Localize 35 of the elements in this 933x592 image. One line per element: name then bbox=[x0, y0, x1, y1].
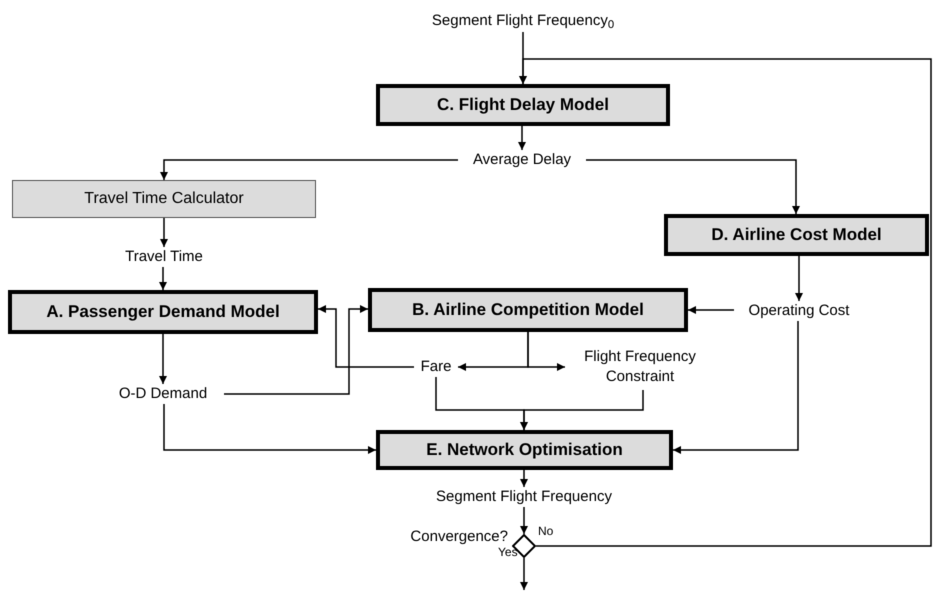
arrow bbox=[795, 256, 803, 301]
decision-label: Convergence? bbox=[409, 528, 508, 546]
model-box: E. Network Optimisation bbox=[376, 430, 673, 470]
arrow bbox=[520, 390, 644, 430]
arrow bbox=[520, 470, 528, 487]
model-box: D. Airline Cost Model bbox=[664, 214, 929, 256]
model-box: C. Flight Delay Model bbox=[376, 84, 670, 126]
edge-label: No bbox=[538, 524, 554, 538]
model-box: A. Passenger Demand Model bbox=[8, 290, 318, 334]
model-box: B. Airline Competition Model bbox=[368, 288, 688, 332]
flow-label: Segment Flight Frequency bbox=[419, 487, 629, 507]
arrow bbox=[520, 507, 528, 534]
arrow bbox=[163, 404, 376, 454]
flow-label: O-D Demand bbox=[102, 384, 224, 404]
arrow bbox=[318, 305, 414, 368]
flow-label: Travel Time bbox=[112, 247, 216, 267]
arrow bbox=[673, 321, 799, 454]
edge-label: Yes bbox=[498, 545, 518, 559]
flow-label: Fare bbox=[414, 357, 458, 377]
arrow bbox=[586, 159, 800, 214]
arrow bbox=[527, 332, 565, 371]
flow-label: Flight Frequency Constraint bbox=[565, 344, 715, 390]
process-box: Travel Time Calculator bbox=[12, 180, 316, 218]
arrow bbox=[518, 126, 526, 150]
flow-label: Segment Flight Frequency$_{0}$ bbox=[423, 10, 623, 32]
arrow bbox=[520, 558, 528, 590]
flow-label: Operating Cost bbox=[734, 301, 864, 321]
arrow bbox=[160, 159, 458, 180]
arrow bbox=[519, 58, 932, 547]
arrow bbox=[159, 267, 167, 290]
arrow bbox=[688, 306, 734, 314]
arrow bbox=[224, 305, 368, 395]
flow-label: Average Delay bbox=[458, 150, 586, 170]
arrow bbox=[160, 218, 168, 247]
arrow bbox=[159, 334, 167, 384]
